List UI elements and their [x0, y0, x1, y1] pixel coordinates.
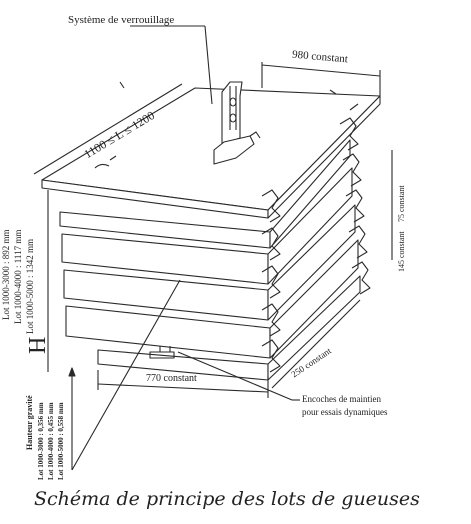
label-gravity-title: Hauteur gravité — [25, 395, 34, 450]
locking-system-hook — [213, 81, 261, 165]
label-lot-4000-height: Lot 1000-4000 : 1117 mm — [13, 229, 23, 324]
label-lot-3000-height: Lot 1000-3000 : 892 mm — [1, 229, 11, 321]
label-dim-770: 770 constant — [146, 373, 197, 384]
label-gravity-5000: Lot 1000-5000 : 0,558 mm — [57, 402, 65, 480]
label-dim-75: 75 constant — [397, 185, 406, 222]
label-height-h: H — [25, 336, 51, 354]
label-notches-line2: pour essais dynamiques — [302, 407, 388, 417]
label-gravity-4000: Lot 1000-4000 : 0,455 mm — [47, 402, 55, 480]
label-notches-line1: Encoches de maintien — [302, 394, 381, 404]
label-gravity-3000: Lot 1000-3000 : 0,356 mm — [37, 402, 45, 480]
label-dim-145: 145 constant — [397, 231, 406, 272]
retaining-clips — [261, 117, 371, 373]
figure-caption: Schéma de principe des lots de gueuses — [34, 488, 420, 510]
label-locking-system: Système de verrouillage — [68, 14, 175, 26]
label-lot-5000-height: Lot 1000-5000 : 1342 mm — [25, 239, 35, 334]
